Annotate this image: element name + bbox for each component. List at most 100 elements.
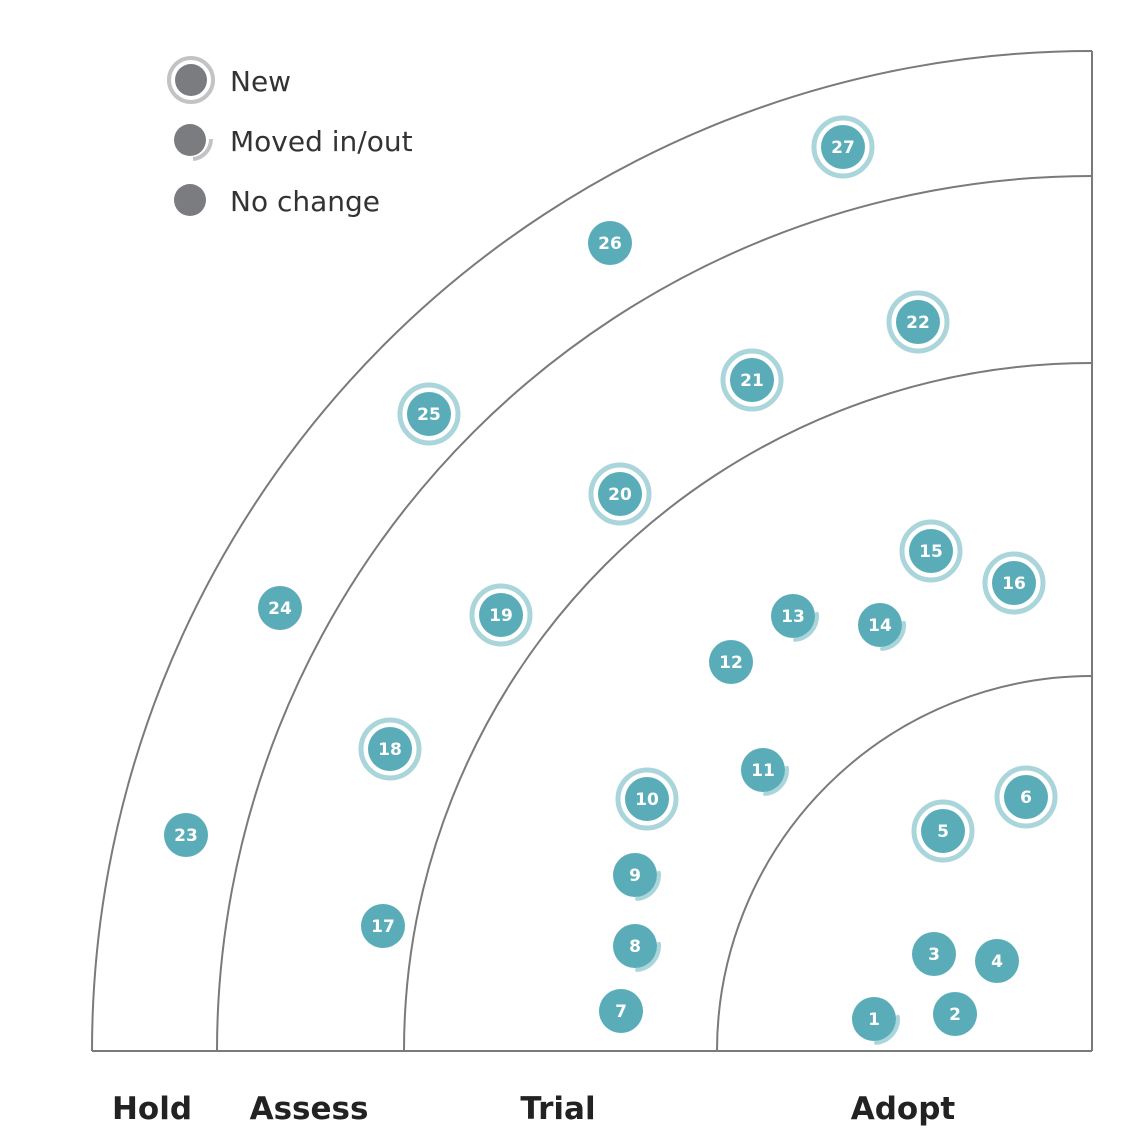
legend-label-no-change: No change	[230, 185, 380, 218]
blip-dot	[598, 472, 642, 516]
blip-11[interactable]: 11	[741, 748, 789, 796]
blip-new-halo	[358, 717, 422, 781]
legend-moved-dot	[174, 124, 206, 156]
blip-10[interactable]: 10	[615, 767, 679, 831]
blip-dot	[741, 748, 785, 792]
blip-12[interactable]: 12	[709, 640, 753, 684]
ring-labels: Hold Assess Trial Adopt	[112, 1091, 955, 1127]
blip-21[interactable]: 21	[720, 348, 784, 412]
blip-16[interactable]: 16	[982, 551, 1046, 615]
blip-label: 4	[991, 952, 1003, 972]
blip-label: 9	[629, 866, 641, 886]
blip-dot	[909, 529, 953, 573]
blip-label: 1	[868, 1010, 880, 1030]
blip-dot	[921, 809, 965, 853]
ring-label-assess: Assess	[250, 1091, 369, 1127]
blip-27[interactable]: 27	[811, 115, 875, 179]
blip-dot	[368, 727, 412, 771]
blip-20[interactable]: 20	[588, 462, 652, 526]
blip-5[interactable]: 5	[911, 799, 975, 863]
blip-dot	[479, 593, 523, 637]
blip-moved-arc	[635, 941, 661, 972]
blip-dot	[709, 640, 753, 684]
ring-arc-adopt	[716, 675, 1093, 1052]
blip-dot	[771, 594, 815, 638]
blip-label: 26	[598, 234, 622, 254]
legend-item-no-change: No change	[174, 184, 380, 218]
legend: New Moved in/out No change	[167, 56, 413, 218]
blip-label: 10	[635, 790, 659, 810]
blip-dot	[625, 777, 669, 821]
blip-dot	[896, 300, 940, 344]
legend-new-dot	[175, 64, 207, 96]
blip-new-halo	[994, 765, 1058, 829]
legend-label-moved: Moved in/out	[230, 125, 413, 158]
blip-dot	[164, 813, 208, 857]
blip-label: 21	[740, 371, 764, 391]
blip-24[interactable]: 24	[258, 586, 302, 630]
blip-label: 14	[868, 616, 892, 636]
blip-dot	[407, 392, 451, 436]
blip-13[interactable]: 13	[771, 594, 819, 642]
ring-label-hold: Hold	[112, 1091, 192, 1127]
blip-label: 25	[417, 405, 441, 425]
blip-19[interactable]: 19	[469, 583, 533, 647]
blip-22[interactable]: 22	[886, 290, 950, 354]
blip-label: 15	[919, 542, 943, 562]
legend-label-new: New	[230, 65, 291, 98]
blip-new-halo	[615, 767, 679, 831]
blip-9[interactable]: 9	[613, 853, 661, 901]
blip-new-halo	[469, 583, 533, 647]
blip-label: 27	[831, 138, 855, 158]
legend-item-moved: Moved in/out	[174, 124, 413, 161]
blip-3[interactable]: 3	[912, 932, 956, 976]
blip-17[interactable]: 17	[361, 904, 405, 948]
blip-label: 7	[615, 1002, 627, 1022]
blip-moved-arc	[763, 765, 789, 796]
blip-new-halo	[886, 290, 950, 354]
blip-1[interactable]: 1	[852, 997, 900, 1045]
blip-label: 20	[608, 485, 632, 505]
blip-dot	[588, 221, 632, 265]
blip-dot	[1004, 775, 1048, 819]
blip-label: 13	[781, 607, 805, 627]
blip-dot	[821, 125, 865, 169]
ring-label-trial: Trial	[520, 1091, 595, 1127]
blip-23[interactable]: 23	[164, 813, 208, 857]
legend-new-halo	[167, 56, 215, 104]
blip-label: 16	[1002, 574, 1026, 594]
blip-2[interactable]: 2	[933, 992, 977, 1036]
blip-15[interactable]: 15	[899, 519, 963, 583]
blip-dot	[858, 603, 902, 647]
blip-7[interactable]: 7	[599, 989, 643, 1033]
blip-moved-arc	[635, 870, 661, 901]
blip-label: 23	[174, 826, 198, 846]
blip-6[interactable]: 6	[994, 765, 1058, 829]
blip-label: 8	[629, 937, 641, 957]
blip-dot	[258, 586, 302, 630]
blip-label: 6	[1020, 788, 1032, 808]
blip-dot	[613, 853, 657, 897]
blip-moved-arc	[793, 611, 819, 642]
blip-dot	[599, 989, 643, 1033]
blip-dot	[361, 904, 405, 948]
blip-26[interactable]: 26	[588, 221, 632, 265]
blip-moved-arc	[880, 620, 906, 651]
blip-label: 24	[268, 599, 292, 619]
blip-new-halo	[397, 382, 461, 446]
blip-label: 19	[489, 606, 513, 626]
blip-14[interactable]: 14	[858, 603, 906, 651]
blip-label: 17	[371, 917, 395, 937]
blip-25[interactable]: 25	[397, 382, 461, 446]
blip-8[interactable]: 8	[613, 924, 661, 972]
blip-dot	[613, 924, 657, 968]
blip-label: 11	[751, 761, 775, 781]
blip-new-halo	[588, 462, 652, 526]
ring-arcs	[91, 50, 1093, 1052]
blip-new-halo	[982, 551, 1046, 615]
blip-18[interactable]: 18	[358, 717, 422, 781]
blip-4[interactable]: 4	[975, 939, 1019, 983]
blip-new-halo	[720, 348, 784, 412]
